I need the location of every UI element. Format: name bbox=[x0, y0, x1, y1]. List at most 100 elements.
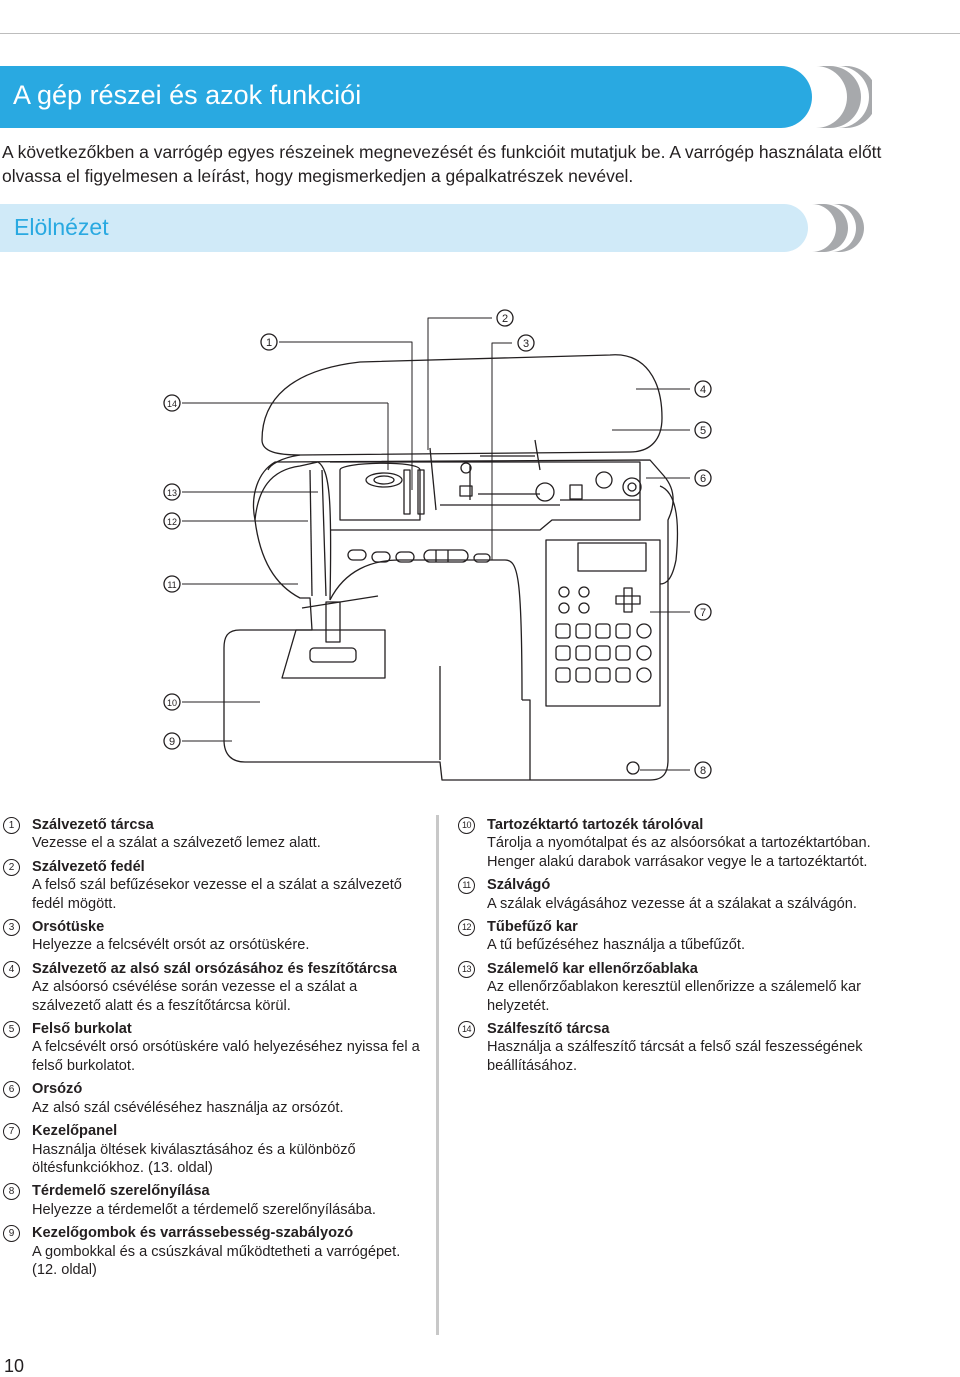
svg-text:11: 11 bbox=[167, 580, 176, 590]
callout-10: 10 bbox=[163, 693, 181, 711]
part-number: 11 bbox=[458, 877, 475, 895]
part-number: 3 bbox=[3, 919, 20, 937]
part-number: 4 bbox=[3, 960, 20, 978]
part-description: Használja öltések kiválasztásához és a k… bbox=[32, 1141, 356, 1176]
page-title: A gép részei és azok funkciói bbox=[13, 80, 362, 110]
callout-7: 7 bbox=[694, 603, 712, 621]
callout-4: 4 bbox=[694, 380, 712, 398]
part-item: 10 Tartozéktartó tartozék tárolóval Táro… bbox=[458, 816, 888, 871]
part-name: Szálvezető az alsó szál orsózásához és f… bbox=[32, 960, 398, 977]
part-description: Az alsóorsó csévélése során vezesse el a… bbox=[32, 979, 358, 1014]
part-description: A felcsévélt orsó orsótüskére való helye… bbox=[32, 1039, 420, 1074]
part-name: Szálemelő kar ellenőrzőablaka bbox=[487, 960, 698, 977]
callout-6: 6 bbox=[694, 469, 712, 487]
section-chevron-icon bbox=[812, 204, 864, 252]
part-description: Az alsó szál csévéléséhez használja az o… bbox=[32, 1099, 344, 1116]
part-item: 14 Szálfeszítő tárcsa Használja a szálfe… bbox=[458, 1020, 888, 1075]
part-item: 12 Tűbefűző kar A tű befűzéséhez használ… bbox=[458, 918, 888, 955]
section-banner bbox=[0, 204, 808, 252]
svg-text:6: 6 bbox=[700, 473, 706, 485]
part-description: Használja a szálfeszítő tárcsát a felső … bbox=[487, 1039, 863, 1074]
callout-2: 2 bbox=[496, 309, 514, 327]
svg-text:7: 7 bbox=[700, 607, 706, 619]
part-item: 13 Szálemelő kar ellenőrzőablaka Az elle… bbox=[458, 960, 888, 1015]
intro-text: A következőkben a varrógép egyes részein… bbox=[2, 142, 882, 186]
part-name: Orsótüske bbox=[32, 919, 105, 936]
svg-text:3: 3 bbox=[523, 338, 529, 350]
part-item: 7 Kezelőpanel Használja öltések kiválasz… bbox=[3, 1122, 423, 1177]
top-rule bbox=[0, 33, 960, 34]
parts-list-right: 10 Tartozéktartó tartozék tárolóval Táro… bbox=[458, 816, 888, 1080]
part-description: A szálak elvágásához vezesse át a szálak… bbox=[487, 895, 857, 912]
svg-text:14: 14 bbox=[167, 399, 177, 409]
callout-11: 11 bbox=[163, 575, 181, 593]
part-number: 1 bbox=[3, 817, 20, 834]
column-divider bbox=[436, 815, 439, 1335]
part-description: A gombokkal és a csúszkával működtetheti… bbox=[32, 1243, 401, 1278]
part-item: 11 Szálvágó A szálak elvágásához vezesse… bbox=[458, 876, 888, 913]
part-number: 6 bbox=[3, 1081, 20, 1099]
page-number: 10 bbox=[4, 1356, 25, 1376]
part-number: 12 bbox=[458, 919, 475, 937]
part-number: 10 bbox=[458, 817, 475, 834]
part-item: 3 Orsótüske Helyezze a felcsévélt orsót … bbox=[3, 918, 423, 955]
part-name: Orsózó bbox=[32, 1081, 83, 1098]
callout-3: 3 bbox=[517, 334, 535, 352]
callout-5: 5 bbox=[694, 421, 712, 439]
parts-list-left: 1 Szálvezető tárcsa Vezesse el a szálat … bbox=[3, 816, 423, 1284]
part-name: Kezelőgombok és varrássebesség-szabályoz… bbox=[32, 1225, 354, 1242]
callout-13: 13 bbox=[163, 483, 181, 501]
callout-12: 12 bbox=[163, 512, 181, 530]
part-item: 1 Szálvezető tárcsa Vezesse el a szálat … bbox=[3, 816, 423, 853]
part-item: 6 Orsózó Az alsó szál csévéléséhez haszn… bbox=[3, 1080, 423, 1117]
callout-14: 14 bbox=[163, 394, 181, 412]
svg-text:2: 2 bbox=[502, 313, 508, 325]
part-description: Helyezze a felcsévélt orsót az orsótüské… bbox=[32, 937, 310, 954]
double-chevron-icon bbox=[816, 66, 872, 128]
part-number: 5 bbox=[3, 1021, 20, 1039]
part-item: 2 Szálvezető fedél A felső szál befűzése… bbox=[3, 858, 423, 913]
part-name: Szálvágó bbox=[487, 877, 551, 894]
part-description: A tű befűzéséhez használja a tűbefűzőt. bbox=[487, 937, 746, 954]
callout-8: 8 bbox=[694, 761, 712, 779]
svg-text:10: 10 bbox=[167, 698, 177, 708]
part-name: Kezelőpanel bbox=[32, 1123, 118, 1140]
part-number: 9 bbox=[3, 1225, 20, 1243]
part-number: 13 bbox=[458, 960, 475, 978]
section-title: Elölnézet bbox=[14, 214, 109, 240]
part-number: 8 bbox=[3, 1183, 20, 1201]
part-name: Tűbefűző kar bbox=[487, 919, 578, 936]
part-item: 5 Felső burkolat A felcsévélt orsó orsót… bbox=[3, 1020, 423, 1075]
part-description: Helyezze a térdemelőt a térdemelő szerel… bbox=[32, 1201, 376, 1218]
part-number: 2 bbox=[3, 858, 20, 876]
part-item: 9 Kezelőgombok és varrássebesség-szabály… bbox=[3, 1224, 423, 1279]
part-name: Tartozéktartó tartozék tárolóval bbox=[487, 817, 704, 833]
svg-text:1: 1 bbox=[266, 337, 272, 349]
svg-text:4: 4 bbox=[700, 384, 706, 396]
part-item: 8 Térdemelő szerelőnyílása Helyezze a té… bbox=[3, 1182, 423, 1219]
part-item: 4 Szálvezető az alsó szál orsózásához és… bbox=[3, 960, 423, 1015]
part-name: Felső burkolat bbox=[32, 1021, 132, 1038]
svg-text:12: 12 bbox=[167, 517, 177, 527]
part-name: Térdemelő szerelőnyílása bbox=[32, 1183, 210, 1200]
part-description: Tárolja a nyomótalpat és az alsóorsókat … bbox=[487, 835, 871, 870]
callout-1: 1 bbox=[260, 333, 278, 351]
part-description: Vezesse el a szálat a szálvezető lemez a… bbox=[32, 835, 321, 852]
knee-lifter-hole bbox=[626, 761, 640, 775]
svg-text:13: 13 bbox=[167, 488, 177, 498]
part-description: A felső szál befűzésekor vezesse el a sz… bbox=[32, 877, 402, 912]
svg-text:8: 8 bbox=[700, 765, 706, 777]
part-name: Szálvezető tárcsa bbox=[32, 817, 154, 833]
part-name: Szálfeszítő tárcsa bbox=[487, 1021, 610, 1038]
machine-body bbox=[223, 459, 674, 781]
part-name: Szálvezető fedél bbox=[32, 858, 145, 875]
svg-text:5: 5 bbox=[700, 425, 706, 437]
callout-9: 9 bbox=[163, 732, 181, 750]
part-number: 7 bbox=[3, 1123, 20, 1141]
part-description: Az ellenőrzőablakon keresztül ellenőrizz… bbox=[487, 979, 861, 1014]
part-number: 14 bbox=[458, 1021, 475, 1039]
svg-text:9: 9 bbox=[169, 736, 175, 748]
lcd-screen bbox=[577, 542, 647, 572]
title-banner bbox=[0, 66, 812, 128]
top-cover bbox=[261, 354, 663, 456]
